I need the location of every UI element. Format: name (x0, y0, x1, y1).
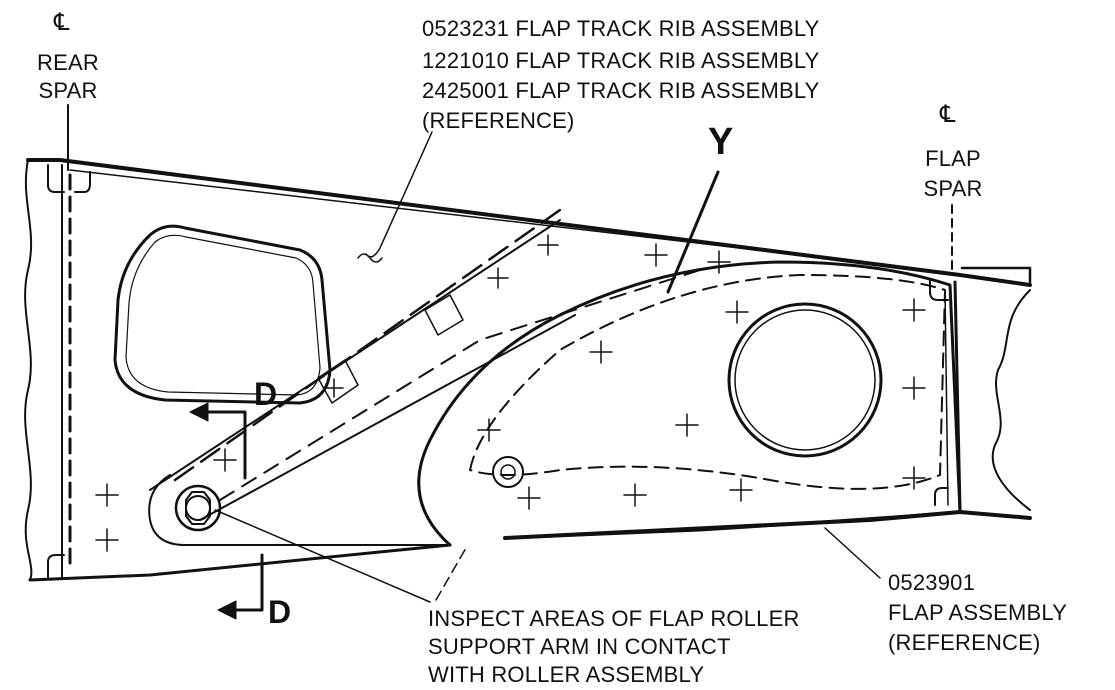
flap-assembly-dashed (469, 274, 946, 490)
flap-corner-bottom (934, 487, 949, 506)
view-y-label: Y (708, 121, 734, 163)
roller-bolt-outer (492, 456, 524, 488)
rib-top-chord-inner (69, 169, 861, 263)
rib-note-line1: 0523231 FLAP TRACK RIB ASSEMBLY (422, 16, 820, 41)
inspect-leader-1 (214, 509, 431, 603)
roller-bolt-inner (500, 464, 516, 480)
section-d-top-arrowhead (189, 402, 209, 422)
pivot-bolt-inner (185, 495, 211, 521)
lightening-hole-inner (125, 234, 321, 396)
inspect-note-line1: INSPECT AREAS OF FLAP ROLLER (428, 606, 800, 631)
support-arm-lower (199, 314, 576, 521)
inspect-note-line3: WITH ROLLER ASSEMBLY (428, 662, 705, 687)
rib-note-leader (365, 131, 433, 258)
pivot-bolt-outer (174, 484, 222, 532)
rear-spar-centerline-symbol: ℄ (54, 8, 70, 36)
section-d-bottom-label: D (268, 594, 292, 630)
section-d-top-label: D (254, 376, 278, 412)
support-arm-dashed-2 (219, 269, 701, 501)
flap-assembly-outline (417, 260, 962, 547)
rib-note-line2: 1221010 FLAP TRACK RIB ASSEMBLY (422, 48, 820, 73)
support-arm-dashed (173, 208, 562, 482)
section-d-bottom-arrowhead (217, 600, 237, 620)
left-break-line (24, 159, 33, 581)
arm-pivot-end (148, 474, 451, 546)
corner-clip-top-left-b (74, 171, 91, 193)
rib-note-line4: (REFERENCE) (422, 108, 575, 133)
flap-spar-label-line2: SPAR (923, 176, 983, 201)
flap-spar-centerline-symbol: ℄ (940, 100, 956, 128)
flap-note-leader (824, 527, 881, 579)
rib-note-line3: 2425001 FLAP TRACK RIB ASSEMBLY (422, 78, 820, 103)
view-y-leader (666, 170, 720, 294)
lightening-hole (113, 224, 332, 405)
pivot-nut (185, 491, 211, 525)
rivet-marks (95, 234, 926, 552)
right-break-line (991, 289, 1031, 511)
flap-note-line2: FLAP ASSEMBLY (888, 600, 1068, 625)
flap-spar-web (953, 280, 962, 512)
roller-hole-outer (727, 302, 883, 458)
arm-fitting-1 (317, 359, 359, 404)
flap-spar-web-inner (944, 289, 949, 506)
inspect-leader-2 (435, 547, 467, 601)
rear-spar-label-line2: SPAR (38, 78, 98, 103)
corner-clip-bottom-left (47, 554, 65, 579)
section-d-top-marker (198, 410, 247, 480)
rear-spar-label-line1: REAR (37, 50, 99, 75)
support-arm-upper (149, 219, 561, 491)
rib-bottom-chord (28, 543, 452, 582)
flap-end-cap (960, 266, 1032, 284)
inspect-note-line2: SUPPORT ARM IN CONTACT (428, 634, 731, 659)
arm-fitting-2 (424, 294, 464, 336)
flap-corner-top (929, 279, 949, 301)
flap-note-line3: (REFERENCE) (888, 630, 1041, 655)
roller-hole-inner (734, 309, 876, 451)
section-d-bottom-marker (226, 553, 264, 612)
corner-clip-top-left (47, 164, 65, 193)
rib-top-chord (26, 158, 1032, 287)
flap-note-line1: 0523901 (888, 570, 976, 595)
flap-spar-label-line1: FLAP (925, 146, 981, 171)
rib-marker-squiggle (357, 253, 383, 263)
